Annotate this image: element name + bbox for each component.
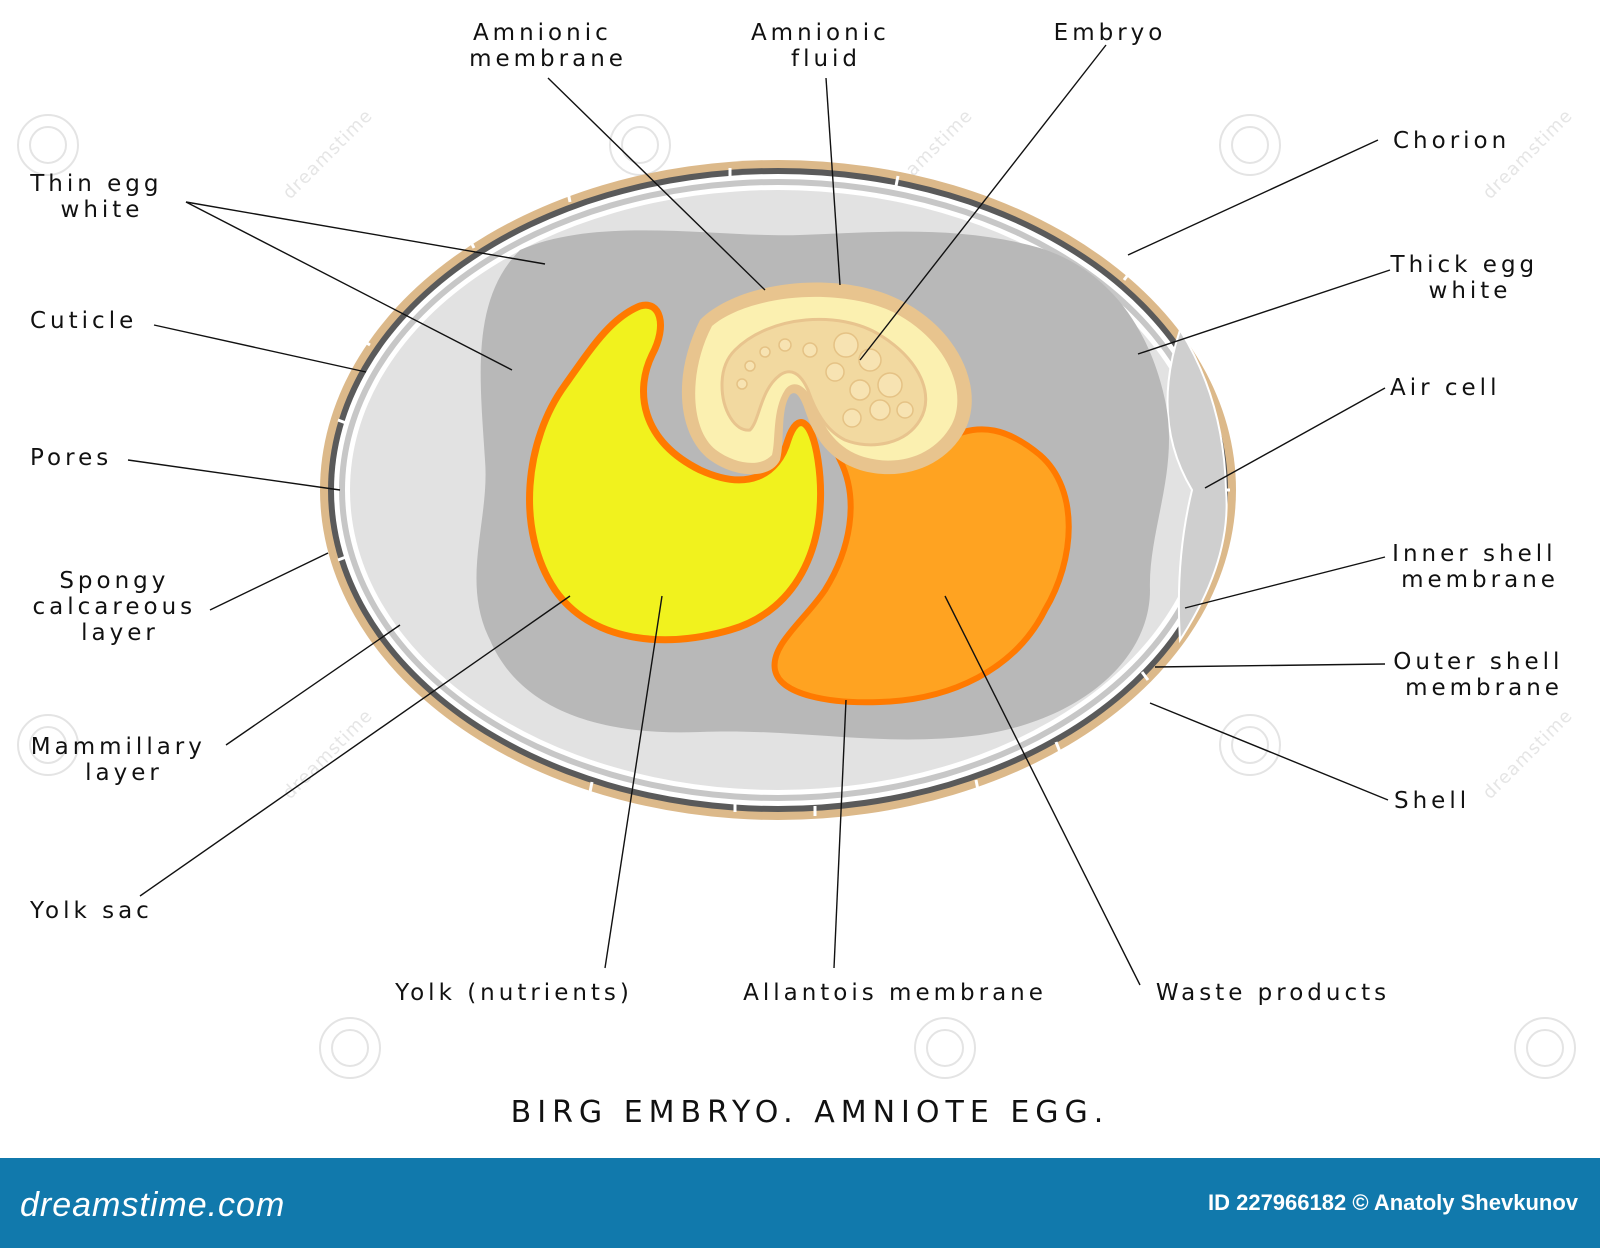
label-embryo: Embryo (1054, 20, 1167, 46)
label-thin-egg-white: Thin egg white (29, 171, 174, 223)
waste-products (771, 398, 1072, 706)
label-thick-egg-white: Thick egg white (1390, 252, 1550, 304)
embryo-details (736, 332, 914, 428)
air-cell (1166, 327, 1228, 644)
label-spongy-calcareous-layer: Spongy calcareous layer (33, 568, 208, 646)
label-air-cell: Air cell (1390, 375, 1500, 401)
diagram-title: BIRG EMBRYO. AMNIOTE EGG. (511, 1095, 1110, 1130)
labels: Amnionic membrane Amnionic fluid Embryo … (29, 20, 1574, 1006)
label-pores: Pores (30, 445, 112, 471)
label-mammillary-layer: Mammillary layer (31, 734, 217, 786)
watermark-text: dreamstime (279, 105, 377, 203)
label-shell: Shell (1394, 788, 1470, 814)
footer-brand[interactable]: dreamstime.com (20, 1186, 286, 1224)
leader-lines (127, 44, 1391, 986)
yolk (526, 301, 825, 644)
footer-image-id: ID 227966182 © Anatoly Shevkunov (1207, 1190, 1578, 1215)
label-yolk-sac: Yolk sac (29, 898, 153, 924)
label-outer-shell-membrane: Outer shell membrane (1393, 649, 1574, 701)
label-amnionic-fluid: Amnionic fluid (751, 20, 901, 72)
label-chorion: Chorion (1393, 128, 1510, 154)
label-yolk: Yolk (nutrients) (394, 980, 633, 1006)
label-waste-products: Waste products (1156, 980, 1390, 1006)
label-amnionic-membrane: Amnionic membrane (469, 20, 627, 72)
watermark-text: dreamstime (1479, 105, 1577, 203)
label-inner-shell-membrane: Inner shell membrane (1392, 541, 1568, 593)
footer-bar: dreamstime.com ID 227966182 © Anatoly Sh… (0, 1158, 1600, 1248)
label-allantois-membrane: Allantois membrane (743, 980, 1047, 1006)
watermark-text: dreamstime (1479, 705, 1577, 803)
label-cuticle: Cuticle (30, 308, 137, 334)
egg (320, 160, 1236, 820)
